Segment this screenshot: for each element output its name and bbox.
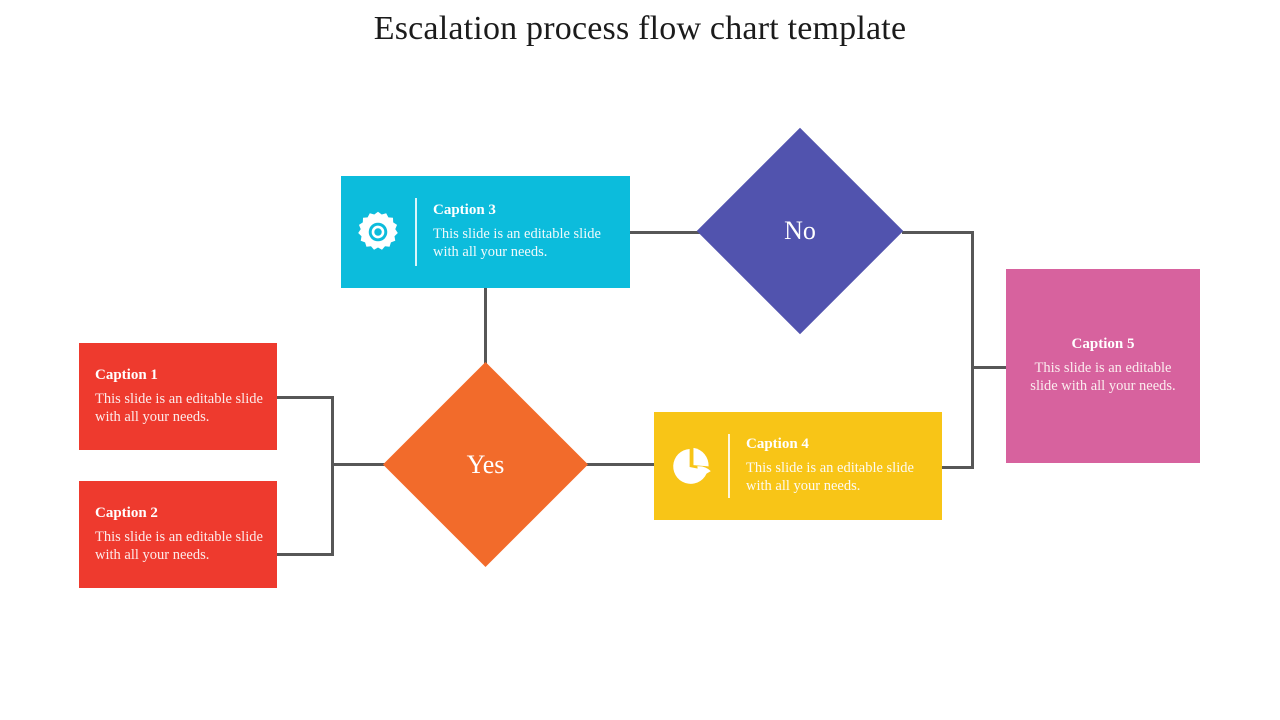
connector-yes-diamond-to-caption4 <box>585 463 655 466</box>
node-caption1[interactable]: Caption 1 This slide is an editable slid… <box>79 343 277 450</box>
caption4-body: This slide is an editable slide with all… <box>746 460 914 494</box>
node-caption2[interactable]: Caption 2 This slide is an editable slid… <box>79 481 277 588</box>
caption3-text: Caption 3 This slide is an editable slid… <box>417 202 630 261</box>
caption1-title: Caption 1 <box>95 366 158 383</box>
caption2-title: Caption 2 <box>95 504 158 521</box>
node-caption3[interactable]: Caption 3 This slide is an editable slid… <box>341 176 630 288</box>
node-caption5[interactable]: Caption 5 This slide is an editable slid… <box>1006 269 1200 463</box>
caption5-body: This slide is an editable slide with all… <box>1030 360 1176 394</box>
connector-caption4-to-right-bracket <box>940 466 974 469</box>
caption3-icon-slot <box>341 210 415 254</box>
caption1-body: This slide is an editable slide with all… <box>95 390 263 425</box>
node-decision-no[interactable]: No <box>696 127 904 335</box>
connector-right-bracket-vertical <box>971 231 974 469</box>
caption4-title: Caption 4 <box>746 436 809 453</box>
node-decision-yes[interactable]: Yes <box>382 361 589 568</box>
caption3-divider <box>415 198 417 266</box>
caption3-title: Caption 3 <box>433 202 496 219</box>
caption5-title: Caption 5 <box>1071 336 1135 353</box>
yes-diamond-label: Yes <box>466 449 505 479</box>
connector-caption3-to-yes-diamond <box>484 288 487 364</box>
node-caption4[interactable]: Caption 4 This slide is an editable slid… <box>654 412 942 520</box>
gear-icon <box>356 210 400 254</box>
connector-no-diamond-to-right-bracket <box>902 231 974 234</box>
connector-caption2-to-bracket <box>276 553 334 556</box>
connector-left-bracket-vertical <box>331 396 334 556</box>
connector-caption1-to-bracket <box>276 396 334 399</box>
page-title: Escalation process flow chart template <box>373 10 907 47</box>
no-diamond-label: No <box>784 216 816 245</box>
pie-chart-icon <box>669 444 713 488</box>
caption4-divider <box>728 434 730 498</box>
connector-right-bracket-to-caption5 <box>971 366 1007 369</box>
connector-bracket-to-yes-diamond <box>331 463 387 466</box>
caption4-text: Caption 4 This slide is an editable slid… <box>730 436 942 495</box>
caption2-body: This slide is an editable slide with all… <box>95 528 263 563</box>
caption4-icon-slot <box>654 444 728 488</box>
caption3-body: This slide is an editable slide with all… <box>433 226 601 260</box>
connector-caption3-to-no-diamond <box>629 231 703 234</box>
